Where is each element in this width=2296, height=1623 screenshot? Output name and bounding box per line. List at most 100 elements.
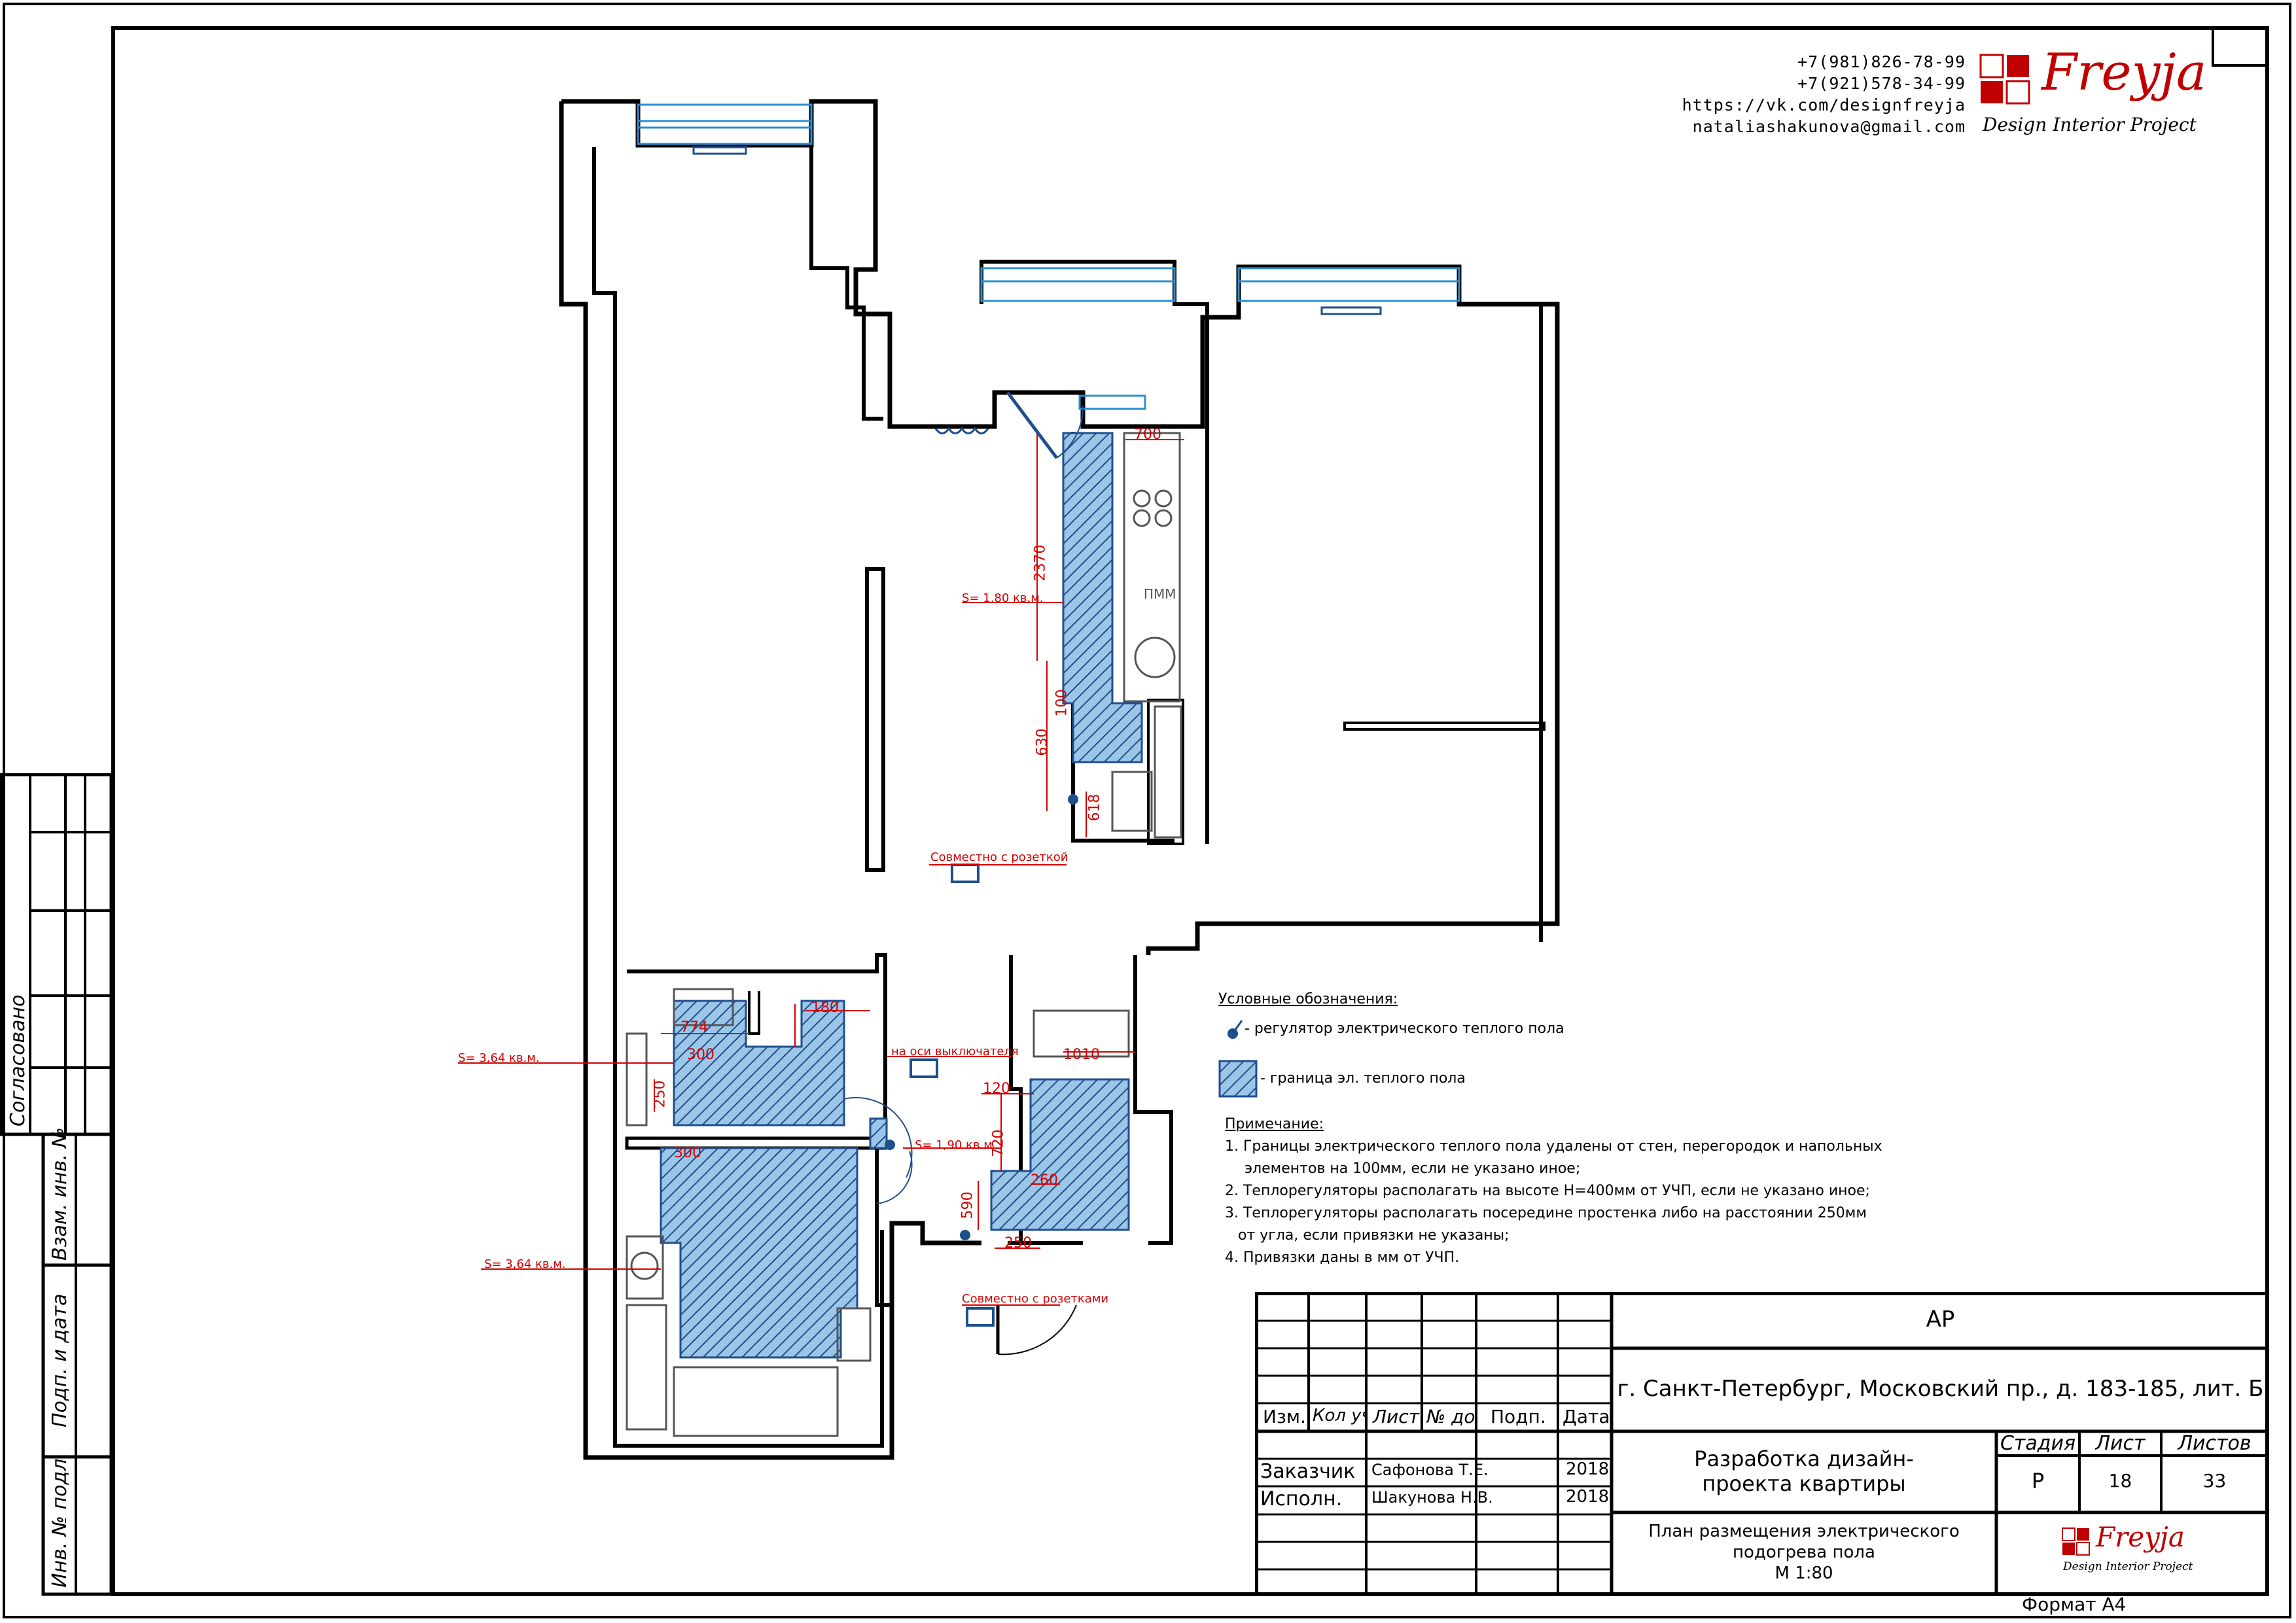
interior-wall-kitchen-top [809, 145, 883, 421]
kitchen-counter [1123, 432, 1181, 703]
remarks-title: Примечание: [1225, 1116, 1324, 1132]
customer-year: 2018 [1566, 1459, 1610, 1479]
socket-icon [951, 864, 980, 883]
radiator-1 [692, 146, 747, 155]
exterior-wall-upper [561, 99, 1560, 955]
sheet-value: 18 [2108, 1470, 2132, 1492]
partition-living [865, 567, 885, 872]
dim-250-bath: 250 [652, 1080, 669, 1108]
hdr-kol: Кол уч [1313, 1406, 1365, 1425]
side-strip-grid [0, 773, 113, 1596]
stamp-code: АР [1926, 1306, 1955, 1333]
wardrobe-wall [1133, 955, 1173, 1245]
bathroom-wall-right [875, 1138, 892, 1307]
hdr-izm: Изм. [1263, 1406, 1306, 1427]
bathroom-divider [625, 1136, 887, 1150]
logo-tagline: Design Interior Project [1983, 114, 2197, 135]
dim-250-hall: 250 [1004, 1235, 1032, 1251]
dim-618: 618 [1086, 794, 1103, 822]
remark-1: 1. Границы электрического теплого пола у… [1225, 1138, 1882, 1155]
stamp-logo: Freyja Design Interior Project [2062, 1521, 2193, 1573]
heated-zone-kitchen [1062, 432, 1143, 763]
window-kitchen [1078, 394, 1146, 410]
thermostat-kitchen-icon [1068, 794, 1078, 805]
partition-right [1343, 722, 1545, 731]
thermostat-hall-icon [960, 1230, 970, 1240]
stage-label: Стадия [2000, 1432, 2076, 1455]
area-kitchen: S= 1,80 кв.м. [962, 591, 1044, 605]
remark-3: 3. Теплорегуляторы располагать посередин… [1225, 1205, 1867, 1221]
drawing-title: План размещения электрического подогрева… [1648, 1522, 1960, 1583]
thermostat-legend-icon [1227, 1020, 1243, 1039]
heated-zone-legend-icon [1218, 1060, 1258, 1098]
remark-2: 2. Теплорегуляторы располагать на высоте… [1225, 1183, 1870, 1199]
dishwasher-label: ПММ [1144, 586, 1176, 602]
dimension-lines [458, 433, 1184, 1306]
executor-year: 2018 [1566, 1487, 1610, 1507]
executor-name: Шакунова Н.В. [1371, 1488, 1493, 1507]
legend: Условные обозначения: - регулятор электр… [1218, 991, 1860, 1106]
dim-180: 180 [811, 1000, 839, 1016]
remarks: Примечание: 1. Границы электрического те… [1225, 1113, 1882, 1269]
bathtub-icon [673, 1366, 839, 1437]
contacts-block: +7(981)826-78-99 +7(921)578-34-99 https:… [1682, 51, 1966, 137]
stamp-logo-tagline: Design Interior Project [2063, 1560, 2193, 1573]
interior-wall-left [592, 147, 884, 1448]
area-hall: S= 1,90 кв.м. [915, 1138, 997, 1152]
dim-300-bath2: 300 [674, 1145, 701, 1161]
area-bath2: S= 3,64 кв.м. [484, 1257, 566, 1271]
window-top-right [1237, 267, 1460, 302]
heated-zone-small [869, 1117, 888, 1149]
radiator-2 [1320, 306, 1382, 315]
heater-coil [934, 427, 989, 434]
switch-icon [910, 1058, 938, 1078]
email-link[interactable]: nataliashakunova@gmail.com [1692, 117, 1966, 136]
hdr-podp: Подп. [1491, 1406, 1546, 1427]
wardrobe [1033, 1009, 1130, 1058]
dim-700: 700 [1134, 427, 1161, 443]
sheet-outer-frame [3, 3, 2291, 1618]
washbasin-1-icon [673, 988, 734, 1026]
side-strip: Согласовано Взам. инв. № Подп. и дата Ин… [0, 773, 115, 1596]
hdr-list: Лист [1373, 1406, 1419, 1427]
title-block-grid [1255, 1292, 2269, 1596]
executor-label: Исполн. [1260, 1488, 1343, 1510]
hall-wall [1009, 955, 1023, 1243]
fridge [1154, 705, 1182, 839]
kitchen-column [1147, 699, 1184, 845]
title-block: Изм. Кол уч Лист № док Подп. Дата Заказч… [1255, 1292, 2269, 1596]
area-bath1: S= 3,64 кв.м. [458, 1051, 540, 1065]
legend-regulator: - регулятор электрического теплого пола [1245, 1021, 1564, 1037]
remark-3b: от угла, если привязки не указаны; [1238, 1227, 1510, 1244]
stage-value: Р [2031, 1469, 2045, 1493]
door-kitchen [1006, 391, 1058, 459]
bathroom-nub [748, 991, 760, 1035]
dim-630: 630 [1034, 728, 1051, 756]
logo-name: Freyja [2041, 43, 2207, 102]
legend-boundary: - граница эл. теплого пола [1260, 1070, 1466, 1087]
dim-774: 774 [680, 1019, 708, 1036]
logo-squares-icon [1979, 54, 2030, 105]
vk-link[interactable]: https://vk.com/designfreyja [1682, 96, 1966, 114]
legend-title: Условные обозначения: [1218, 991, 1398, 1007]
hdr-doc: № док [1426, 1406, 1476, 1427]
stamp-address: г. Санкт-Петербург, Московский пр., д. 1… [1617, 1376, 2264, 1402]
dim-1010: 1010 [1063, 1047, 1100, 1063]
sheets-label: Листов [2178, 1432, 2252, 1455]
sink-icon [1134, 637, 1176, 678]
hdr-date: Дата [1563, 1406, 1610, 1427]
dim-260: 260 [1031, 1172, 1058, 1189]
stamp-logo-name: Freyja [2096, 1521, 2185, 1553]
sheet-label: Лист [2095, 1432, 2146, 1455]
washbasin-2-icon [626, 1235, 664, 1300]
sockets-icon [966, 1307, 995, 1327]
stamp-logo-squares-icon [2062, 1527, 2090, 1556]
note-switch-axis: на оси выключателя [891, 1045, 1019, 1058]
heated-zone-hall [990, 1078, 1130, 1231]
thermostat-bath-icon [885, 1140, 895, 1150]
sheet-inner-frame [111, 26, 2269, 1596]
window-top-left [637, 103, 813, 145]
remark-4: 4. Привязки даны в мм от УЧП. [1225, 1249, 1460, 1266]
heated-zone-bath2 [660, 1147, 858, 1359]
